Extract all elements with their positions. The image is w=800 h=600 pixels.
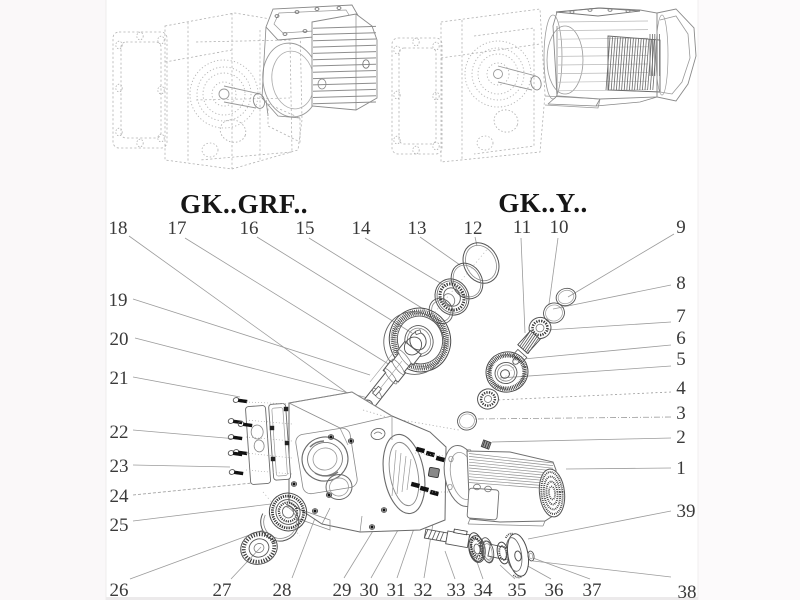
svg-text:24: 24 [110, 486, 130, 507]
svg-text:22: 22 [110, 422, 129, 443]
svg-text:34: 34 [474, 580, 494, 600]
svg-text:17: 17 [168, 218, 187, 239]
svg-text:20: 20 [110, 329, 129, 350]
svg-text:33: 33 [447, 580, 466, 600]
svg-text:15: 15 [296, 218, 315, 239]
svg-text:36: 36 [545, 580, 564, 600]
svg-text:30: 30 [360, 580, 379, 600]
svg-text:10: 10 [550, 217, 569, 238]
svg-text:GK..GRF..: GK..GRF.. [180, 189, 308, 219]
svg-text:2: 2 [676, 427, 686, 448]
svg-text:7: 7 [676, 306, 686, 327]
svg-text:23: 23 [110, 456, 129, 477]
svg-text:31: 31 [387, 580, 406, 600]
svg-text:28: 28 [273, 580, 292, 600]
svg-text:29: 29 [333, 580, 352, 600]
svg-text:38: 38 [678, 582, 697, 600]
svg-text:12: 12 [464, 218, 483, 239]
svg-text:26: 26 [110, 580, 129, 600]
svg-text:6: 6 [676, 328, 686, 349]
svg-text:35: 35 [508, 580, 527, 600]
svg-text:37: 37 [583, 580, 602, 600]
svg-text:GK..Y..: GK..Y.. [498, 188, 588, 218]
svg-text:18: 18 [109, 218, 128, 239]
svg-text:27: 27 [213, 580, 232, 600]
svg-text:39: 39 [677, 501, 696, 522]
svg-text:3: 3 [676, 403, 686, 424]
svg-text:19: 19 [109, 290, 128, 311]
svg-text:11: 11 [513, 217, 531, 238]
svg-text:4: 4 [676, 378, 686, 399]
svg-text:32: 32 [414, 580, 433, 600]
svg-text:21: 21 [110, 368, 129, 389]
svg-text:1: 1 [676, 458, 686, 479]
svg-text:16: 16 [240, 218, 259, 239]
svg-text:9: 9 [676, 217, 686, 238]
svg-text:5: 5 [676, 349, 686, 370]
svg-text:13: 13 [408, 218, 427, 239]
svg-text:14: 14 [352, 218, 372, 239]
svg-text:8: 8 [676, 273, 686, 294]
svg-text:25: 25 [110, 515, 129, 536]
